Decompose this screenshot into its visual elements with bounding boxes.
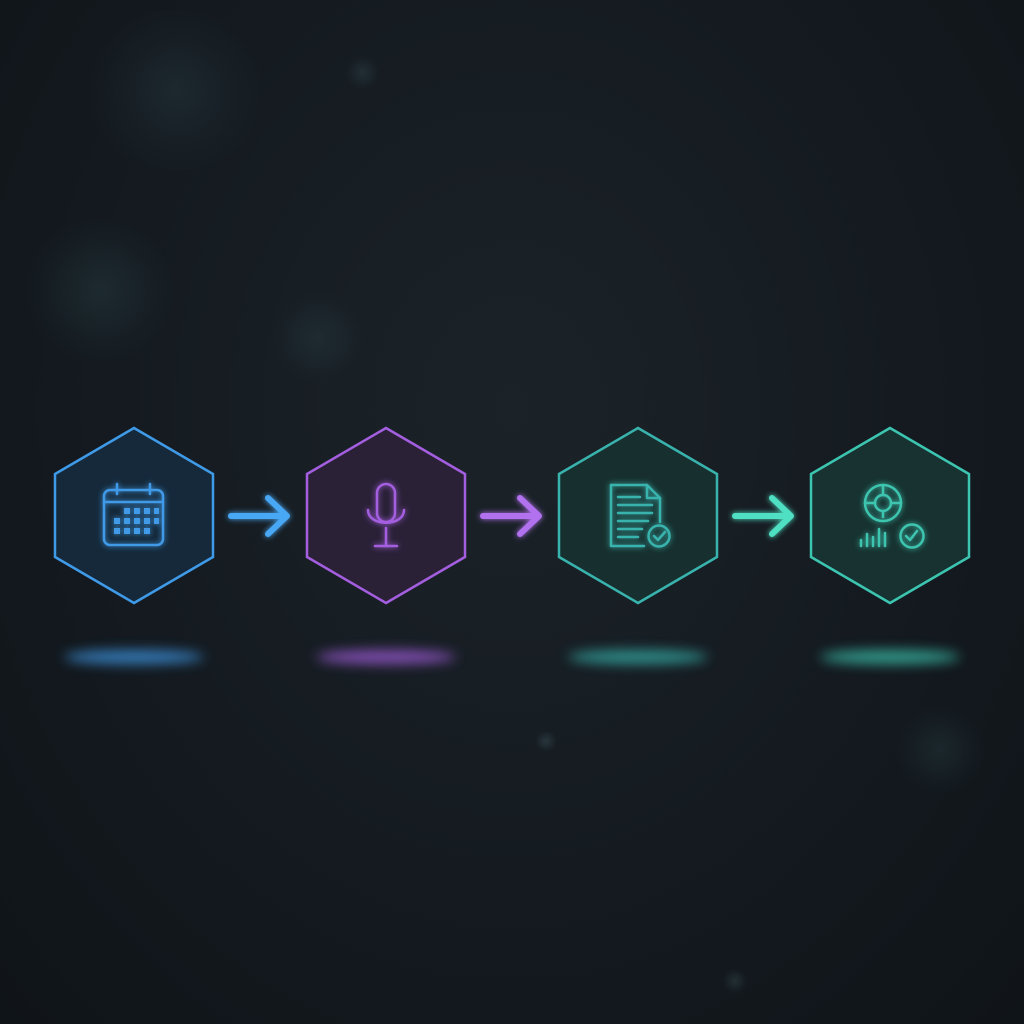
step-transcribe: [557, 426, 719, 605]
step-record: [305, 426, 467, 605]
step-schedule: [53, 426, 215, 605]
step-hexagon: [557, 426, 719, 605]
arrow-right-icon: [732, 495, 794, 537]
floor-glow: [568, 650, 708, 664]
microphone-icon: [366, 482, 406, 548]
floor-glow: [316, 650, 456, 664]
document-check-icon: [609, 483, 671, 548]
calendar-icon: [102, 482, 165, 547]
arrow-right-icon: [480, 495, 542, 537]
floor-glows: [64, 650, 960, 664]
step-hexagon: [809, 426, 971, 605]
step-analyze: [809, 426, 971, 605]
step-hexagon: [53, 426, 215, 605]
step-hexagon: [305, 426, 467, 605]
target-chart-check-icon: [859, 483, 925, 549]
arrow-right-icon: [228, 495, 290, 537]
floor-glow: [820, 650, 960, 664]
floor-glow: [64, 650, 204, 664]
